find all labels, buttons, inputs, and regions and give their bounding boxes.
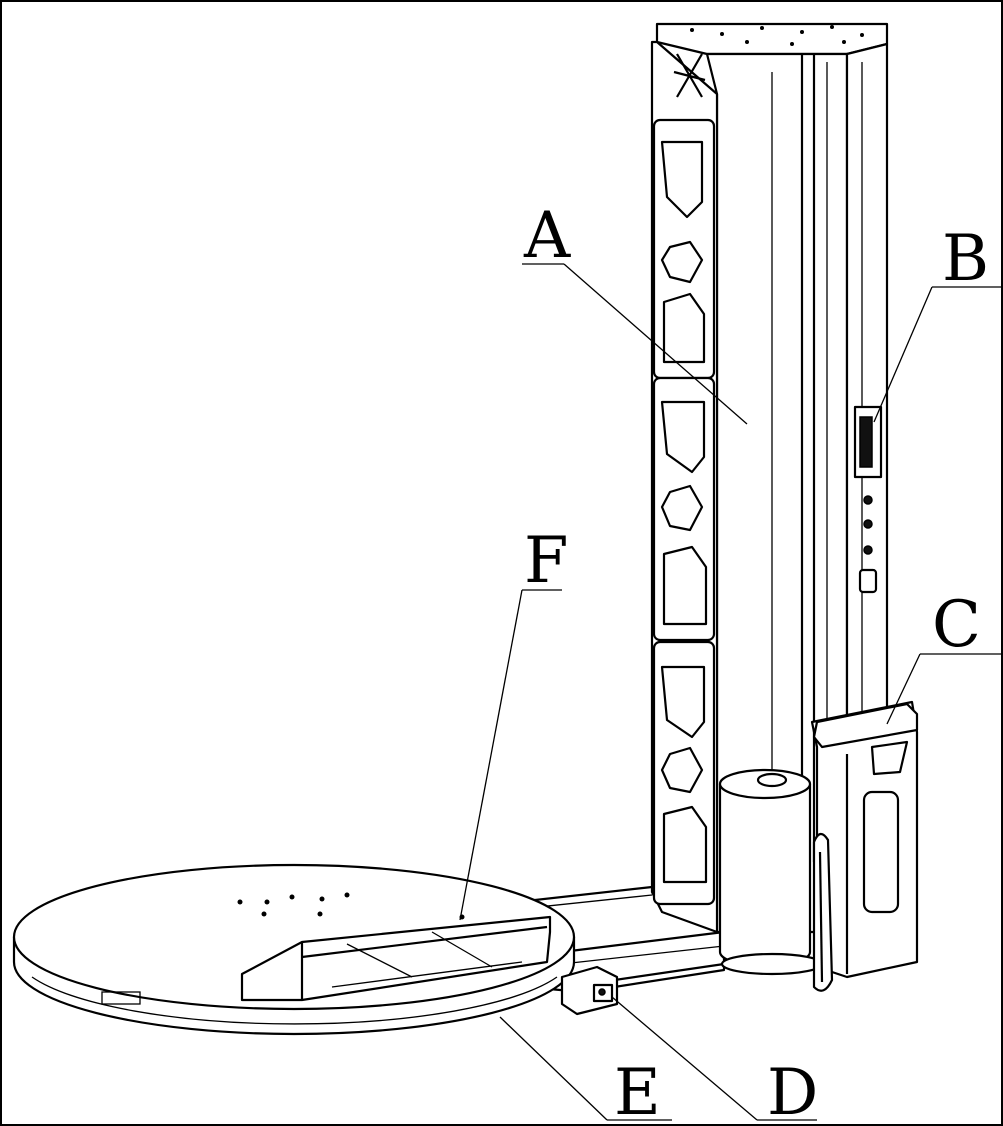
callout-label-a: A bbox=[523, 199, 571, 273]
callout-label-e: E bbox=[614, 1056, 661, 1124]
turntable bbox=[12, 863, 576, 1036]
callout-label-c: C bbox=[932, 588, 981, 662]
callout-label-d: D bbox=[767, 1056, 818, 1124]
drive-motor bbox=[560, 965, 619, 1016]
film-carriage bbox=[810, 700, 919, 992]
film-roll bbox=[718, 768, 824, 976]
mast-column bbox=[650, 22, 889, 934]
callout-label-b: B bbox=[942, 222, 989, 296]
callout-label-f: F bbox=[524, 524, 568, 598]
control-panel bbox=[853, 405, 883, 594]
leader-lines bbox=[459, 263, 1001, 1121]
